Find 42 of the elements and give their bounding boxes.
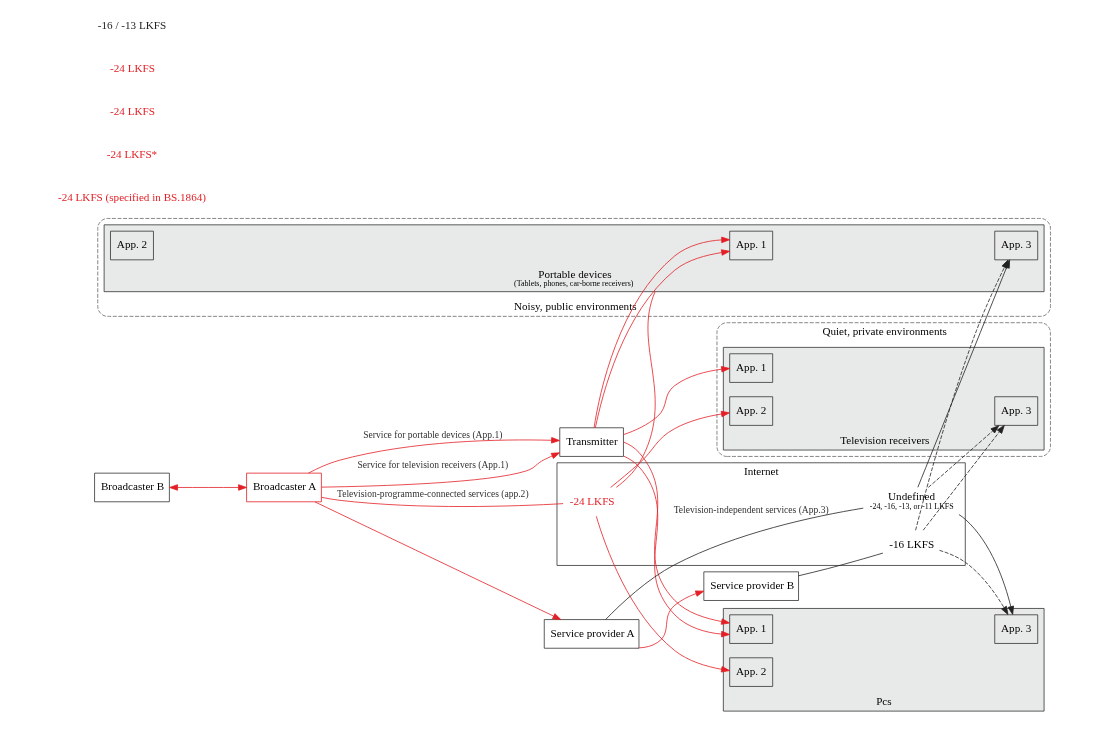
- arrow: [623, 366, 730, 436]
- node-text: -16 LKFS: [889, 537, 935, 550]
- edge-label: Television-programme-connected services (app.2): [337, 488, 529, 500]
- edge-label: Service for television receivers (App.1): [357, 459, 509, 471]
- node-box: Service provider B: [703, 571, 799, 601]
- node-box: Transmitter: [559, 427, 624, 457]
- arrow: [595, 515, 730, 673]
- arrow: [922, 425, 1005, 531]
- connector: [321, 496, 564, 507]
- connector: [605, 507, 864, 620]
- arrow: [958, 514, 1014, 615]
- arrow: [308, 437, 560, 474]
- label: -24 LKFS (specified in BS.1864): [57, 190, 206, 203]
- node-box: App. 2: [110, 230, 154, 261]
- label: -24 LKFS*: [106, 147, 158, 160]
- arrow: [314, 501, 562, 620]
- node-box: Broadcaster B: [94, 472, 170, 503]
- node-box: App. 1: [729, 614, 774, 644]
- edge-label: Television-independent services (App.3): [673, 503, 829, 515]
- edge-label: Service for portable devices (App.1): [363, 428, 503, 440]
- label: -24 LKFS: [110, 61, 155, 74]
- arrow: [169, 484, 247, 491]
- arrow: [610, 410, 730, 488]
- node-text: -24 LKFS: [569, 494, 615, 507]
- connector: [615, 291, 656, 488]
- node-box: App. 3: [994, 614, 1039, 644]
- node-box: App. 3: [994, 396, 1039, 426]
- node-box: App. 1: [729, 353, 774, 383]
- arrow: [321, 452, 560, 488]
- node-box: Broadcaster A: [246, 472, 322, 503]
- arrow: [638, 590, 705, 649]
- arrow: [927, 425, 1000, 488]
- label: -24 LKFS: [110, 104, 155, 117]
- node-box: Service provider A: [543, 619, 640, 649]
- node-box: App. 3: [994, 230, 1039, 261]
- node-box: App. 2: [729, 657, 774, 687]
- node-text: Undefined -24, -16, -13, or -11 LKFS: [869, 490, 954, 511]
- arrow: [939, 549, 1009, 615]
- label: -16 / -13 LKFS: [97, 18, 167, 31]
- connector: [798, 552, 884, 577]
- node-box: App. 2: [729, 396, 774, 426]
- node-box: App. 1: [729, 230, 774, 261]
